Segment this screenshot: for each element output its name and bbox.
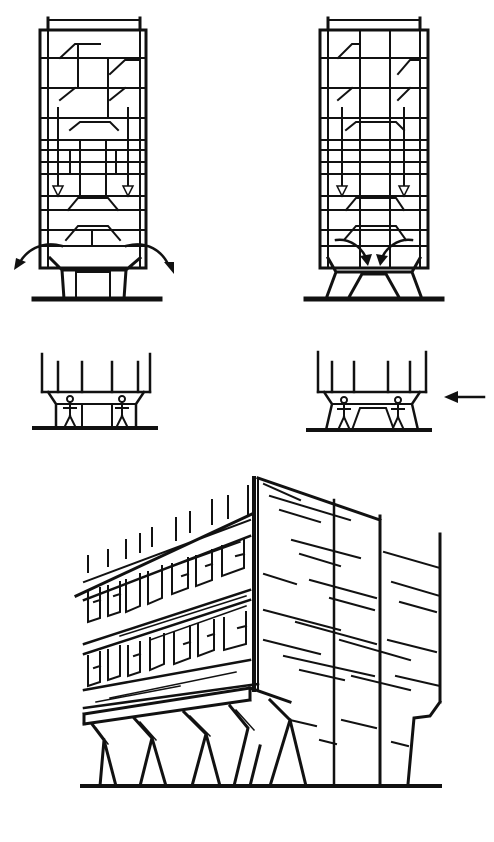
- frame-load-path-right: [303, 16, 445, 302]
- arrow-left-icon: [444, 391, 486, 403]
- pilotis-detail-right: [306, 350, 486, 432]
- person-icon: [114, 395, 130, 430]
- person-icon: [62, 395, 78, 430]
- pilotis-detail-left: [32, 352, 158, 430]
- person-icon: [390, 396, 406, 432]
- frame-load-path-left: [14, 16, 174, 302]
- perspective-view: [74, 476, 443, 788]
- person-icon: [336, 396, 352, 432]
